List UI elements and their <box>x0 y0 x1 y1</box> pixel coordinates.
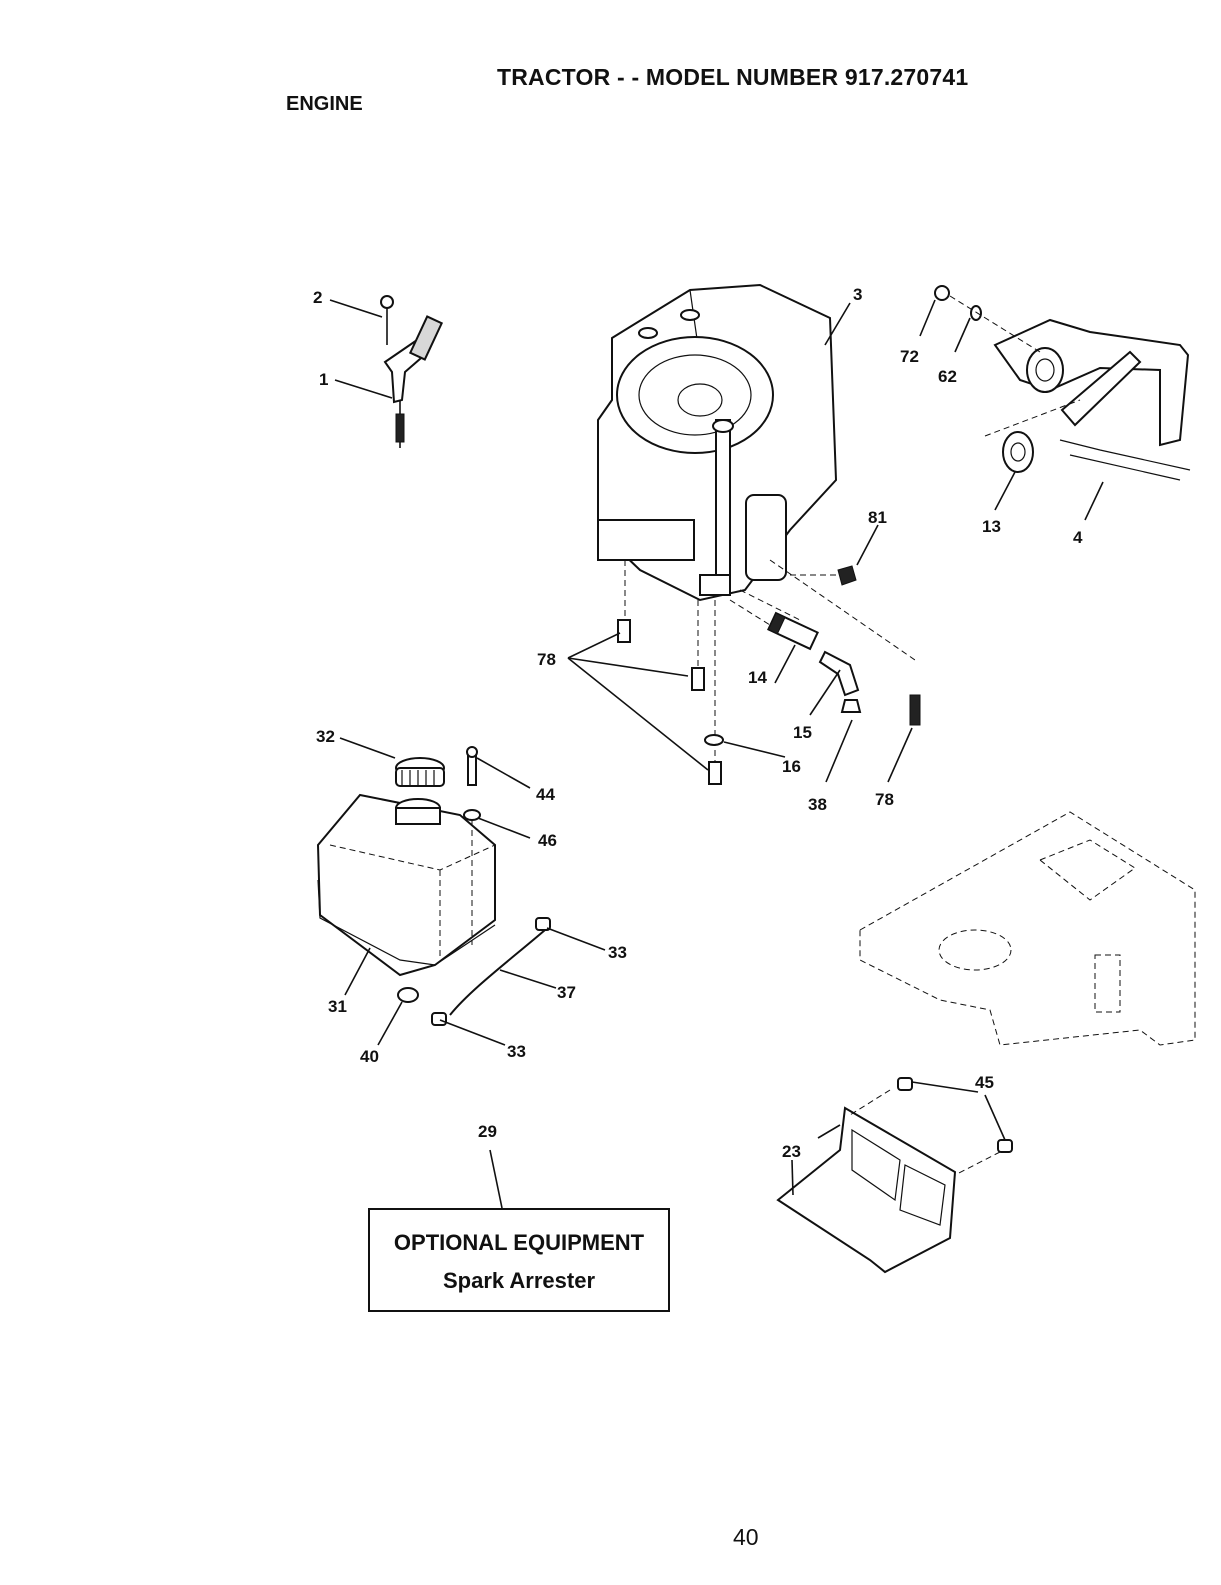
callout-29: 29 <box>478 1122 497 1141</box>
heat-shield-assembly <box>778 1078 1012 1272</box>
callout-leader-lines <box>490 1082 1005 1208</box>
callout-78-right: 78 <box>875 790 894 809</box>
optional-equipment-title: OPTIONAL EQUIPMENT <box>370 1230 668 1256</box>
frame-plate-outline <box>860 812 1195 1045</box>
page-number: 40 <box>733 1524 759 1551</box>
callout-15: 15 <box>793 723 812 742</box>
callout-1: 1 <box>319 370 328 389</box>
callout-46: 46 <box>538 831 557 850</box>
callout-3: 3 <box>853 285 862 304</box>
callout-leader-lines <box>330 300 392 398</box>
callout-62: 62 <box>938 367 957 386</box>
optional-equipment-box: OPTIONAL EQUIPMENT Spark Arrester <box>368 1208 670 1312</box>
callout-37: 37 <box>557 983 576 1002</box>
callout-38: 38 <box>808 795 827 814</box>
muffler-assembly <box>935 286 1190 480</box>
callout-32: 32 <box>316 727 335 746</box>
fuel-tank-assembly <box>318 747 550 1025</box>
callout-31: 31 <box>328 997 347 1016</box>
callout-44: 44 <box>536 785 555 804</box>
callout-2: 2 <box>313 288 322 307</box>
throttle-control-assembly <box>381 296 442 448</box>
callout-78-left: 78 <box>537 650 556 669</box>
callout-33-lower: 33 <box>507 1042 526 1061</box>
callout-23: 23 <box>782 1142 801 1161</box>
callout-14: 14 <box>748 668 767 687</box>
callout-13: 13 <box>982 517 1001 536</box>
optional-equipment-item: Spark Arrester <box>370 1268 668 1294</box>
callout-40: 40 <box>360 1047 379 1066</box>
callout-16: 16 <box>782 757 801 776</box>
callout-81: 81 <box>868 508 887 527</box>
callout-4: 4 <box>1073 528 1083 547</box>
callout-45: 45 <box>975 1073 994 1092</box>
callout-33-upper: 33 <box>608 943 627 962</box>
callout-72: 72 <box>900 347 919 366</box>
engine-assembly <box>598 285 836 600</box>
